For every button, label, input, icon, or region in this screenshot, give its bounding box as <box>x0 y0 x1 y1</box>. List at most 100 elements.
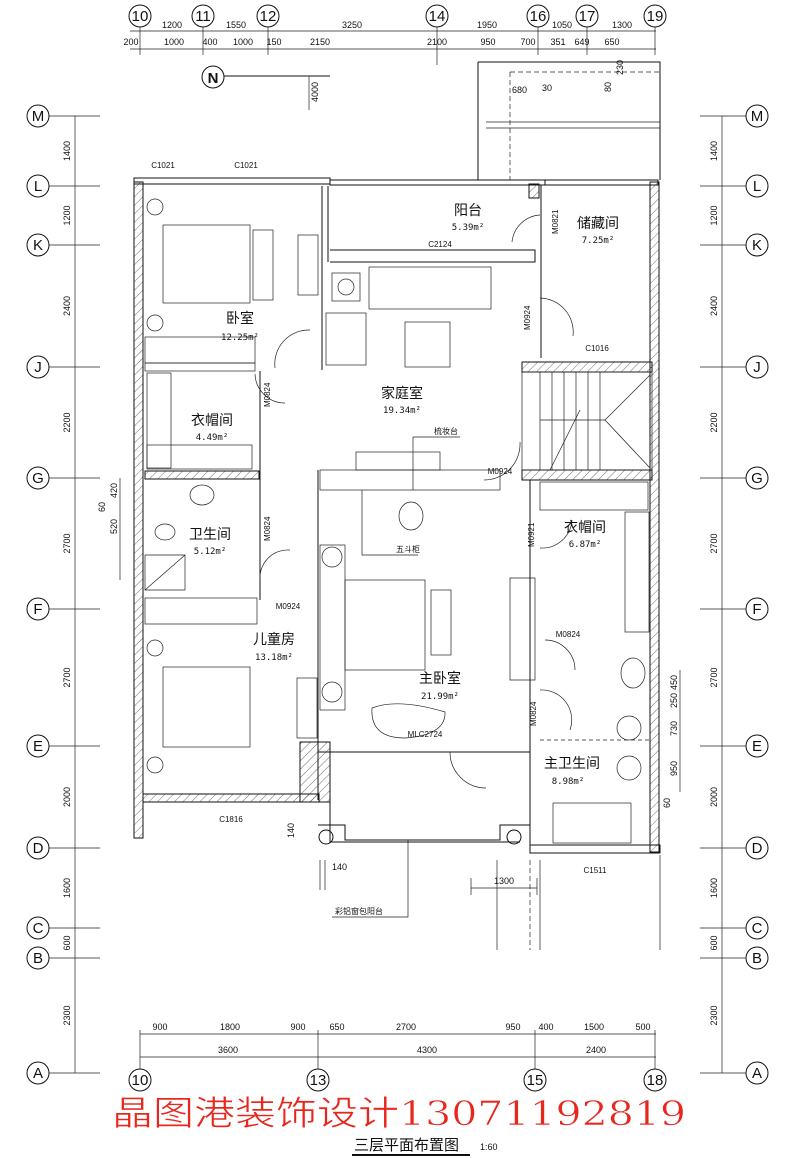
axis-bubble-right: A <box>745 1061 769 1085</box>
door-tag: M0821 <box>551 209 560 234</box>
axis-label: 12 <box>260 8 277 25</box>
axis-label: G <box>32 470 44 487</box>
drawing-title: 三层平面布置图 1:60 <box>352 1136 498 1156</box>
axis-label: G <box>751 470 763 487</box>
door-tag: M0824 <box>263 516 272 541</box>
room-area-family: 19.34m² <box>383 406 421 416</box>
axis-bubble-right: K <box>745 233 769 257</box>
dim-label: 1500 <box>584 1022 604 1032</box>
dim-label: 3250 <box>342 20 362 30</box>
axis-label: 18 <box>647 1072 664 1089</box>
axis-bubble-top: 12 <box>256 4 280 28</box>
axis-label: A <box>752 1065 762 1082</box>
door-tag: M0824 <box>263 382 272 407</box>
doors <box>254 214 576 789</box>
axis-label: 17 <box>579 8 596 25</box>
axis-bubble-left: G <box>26 466 50 490</box>
dim-label: 2700 <box>62 667 72 687</box>
room-name-master-bath: 主卫生间 <box>544 756 600 772</box>
chest-label: 五斗柜 <box>396 544 420 554</box>
walls <box>133 177 661 950</box>
axis-label: M <box>751 108 764 125</box>
room-area-storage: 7.25m² <box>582 236 615 246</box>
dim-label: 150 <box>266 37 281 47</box>
dim-label: 700 <box>520 37 535 47</box>
axis-label: 15 <box>527 1072 544 1089</box>
dim-label: 2100 <box>427 37 447 47</box>
dim-label: 1300 <box>612 20 632 30</box>
room-name-closet-master: 衣帽间 <box>564 520 606 536</box>
room-area-closet-left: 4.49m² <box>196 433 229 443</box>
axis-label: 16 <box>530 8 547 25</box>
axis-label: J <box>34 359 42 376</box>
room-area-balcony: 5.39m² <box>452 223 485 233</box>
axis-bubble-left: M <box>26 104 50 128</box>
dim-label: 1400 <box>709 141 719 161</box>
axis-bubble-right: B <box>745 946 769 970</box>
door-tag: M0924 <box>276 602 301 611</box>
north-marker: N 4000 <box>201 65 330 110</box>
dim-label: 1200 <box>709 205 719 225</box>
axis-label: 10 <box>132 8 149 25</box>
room-name-storage: 储藏间 <box>577 216 619 232</box>
door-tag: M0924 <box>488 467 513 476</box>
dim-label: 450 <box>669 675 679 690</box>
watermark: 晶图港装饰设计13071192819 <box>112 1094 686 1134</box>
dresser-label: 梳妆台 <box>434 426 458 436</box>
door-tag: MLC2724 <box>408 730 443 739</box>
window-tag: C1021 <box>151 161 175 170</box>
axis-bubble-bottom: 15 <box>523 1068 547 1092</box>
dim-label: 1200 <box>162 20 182 30</box>
dim-label: 950 <box>669 761 679 776</box>
room-name-closet-left: 衣帽间 <box>191 413 233 429</box>
room-area-bathroom: 5.12m² <box>194 547 227 557</box>
dim-label: 900 <box>152 1022 167 1032</box>
bay-balcony-label: 彩铝窗包阳台 <box>335 906 383 916</box>
axis-bubble-right: E <box>745 734 769 758</box>
axis-bubble-left: F <box>26 597 50 621</box>
axis-bubble-top: 10 <box>128 4 152 28</box>
dim-label: 4300 <box>417 1045 437 1055</box>
dim-label: 400 <box>538 1022 553 1032</box>
axis-bubble-left: L <box>26 174 50 198</box>
dim-label: 2400 <box>709 296 719 316</box>
axis-bubble-top: 17 <box>575 4 599 28</box>
axis-bubble-right: F <box>745 597 769 621</box>
window-tag: C1511 <box>584 866 608 875</box>
room-area-bedroom: 12.25m² <box>221 333 259 343</box>
dim-label: 2700 <box>709 667 719 687</box>
axis-bubble-left: A <box>26 1061 50 1085</box>
window-tag: C1021 <box>234 161 258 170</box>
room-labels: 卧室 12.25m² 衣帽间 4.49m² 卫生间 5.12m² 儿童房 13.… <box>189 203 619 787</box>
door-tag: M0921 <box>527 522 536 547</box>
north-label: N <box>208 70 219 87</box>
axis-bubble-right: C <box>745 916 769 940</box>
dim-label: 60 <box>97 502 107 512</box>
axis-bubble-right: J <box>745 355 769 379</box>
axis-bubble-bottom: 13 <box>306 1068 330 1092</box>
room-area-master-bath: 8.98m² <box>552 777 585 787</box>
axis-label: E <box>33 738 43 755</box>
title-scale: 1:60 <box>480 1142 498 1152</box>
axis-bubble-left: E <box>26 734 50 758</box>
dim-label: 600 <box>62 935 72 950</box>
dim-label: 140 <box>286 823 296 838</box>
axis-label: 13 <box>310 1072 327 1089</box>
dim-label: 2200 <box>62 412 72 432</box>
axis-label: A <box>33 1065 43 1082</box>
dim-label: 2300 <box>62 1005 72 1025</box>
dim-label: 650 <box>604 37 619 47</box>
dim-label: 1400 <box>62 141 72 161</box>
dim-label: 2400 <box>586 1045 606 1055</box>
axis-label: C <box>752 920 763 937</box>
dim-label: 80 <box>603 82 613 92</box>
axis-label: 11 <box>195 8 211 25</box>
dim-label: 730 <box>669 721 679 736</box>
dim-label: 1550 <box>226 20 246 30</box>
axis-bubble-right: D <box>745 836 769 860</box>
dim-label: 1950 <box>477 20 497 30</box>
dim-label: 950 <box>505 1022 520 1032</box>
room-name-bedroom: 卧室 <box>226 310 254 327</box>
dim-label: 30 <box>542 83 552 93</box>
